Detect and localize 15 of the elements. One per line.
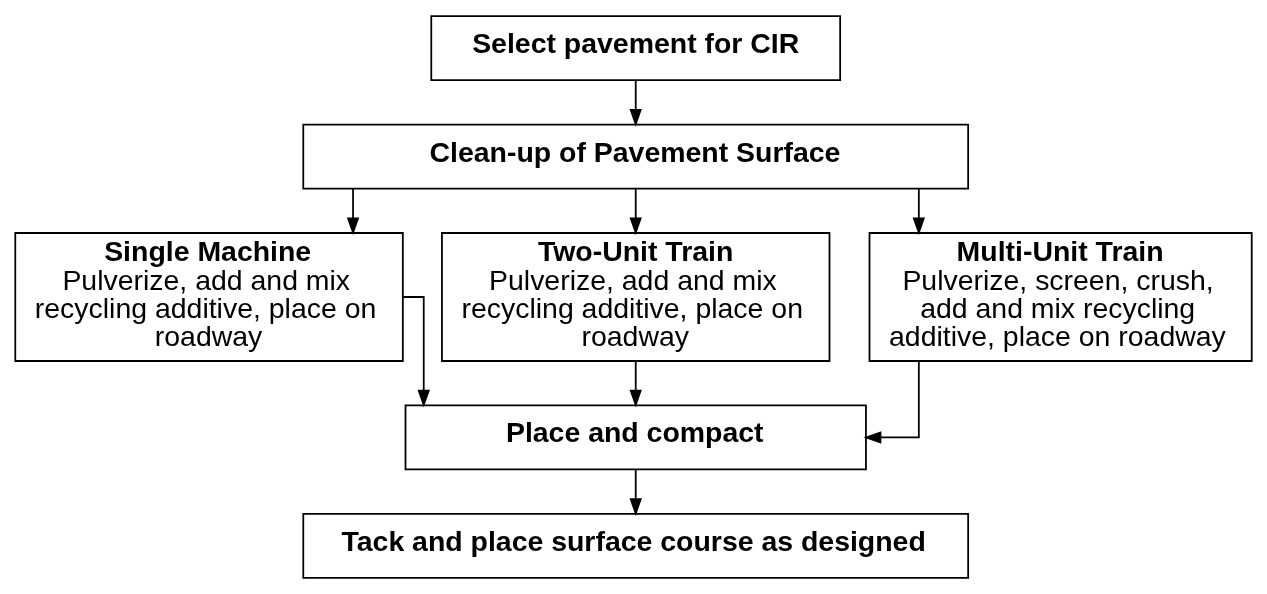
arrow (402, 296, 430, 408)
arrow (912, 188, 926, 236)
node-box: Clean-up of Pavement Surface (302, 123, 970, 190)
arrow (863, 360, 920, 444)
node-box: Multi-Unit Train Pulverize, screen, crush, add and mix recycling additive, place on roadway (868, 232, 1253, 362)
arrow (629, 79, 642, 127)
node-box: Tack and place surface course as designed (302, 513, 970, 579)
arrow (346, 188, 360, 236)
arrow (629, 469, 642, 517)
arrow (629, 188, 642, 236)
arrow (629, 360, 642, 408)
node-box: Place and compact (404, 404, 867, 471)
node-box: Single Machine Pulverize, add and mix recycling additive, place on roadway (14, 232, 404, 362)
node-box: Select pavement for CIR (430, 15, 842, 81)
node-box: Two-Unit Train Pulverize, add and mix recycling additive, place on roadway (441, 232, 831, 362)
